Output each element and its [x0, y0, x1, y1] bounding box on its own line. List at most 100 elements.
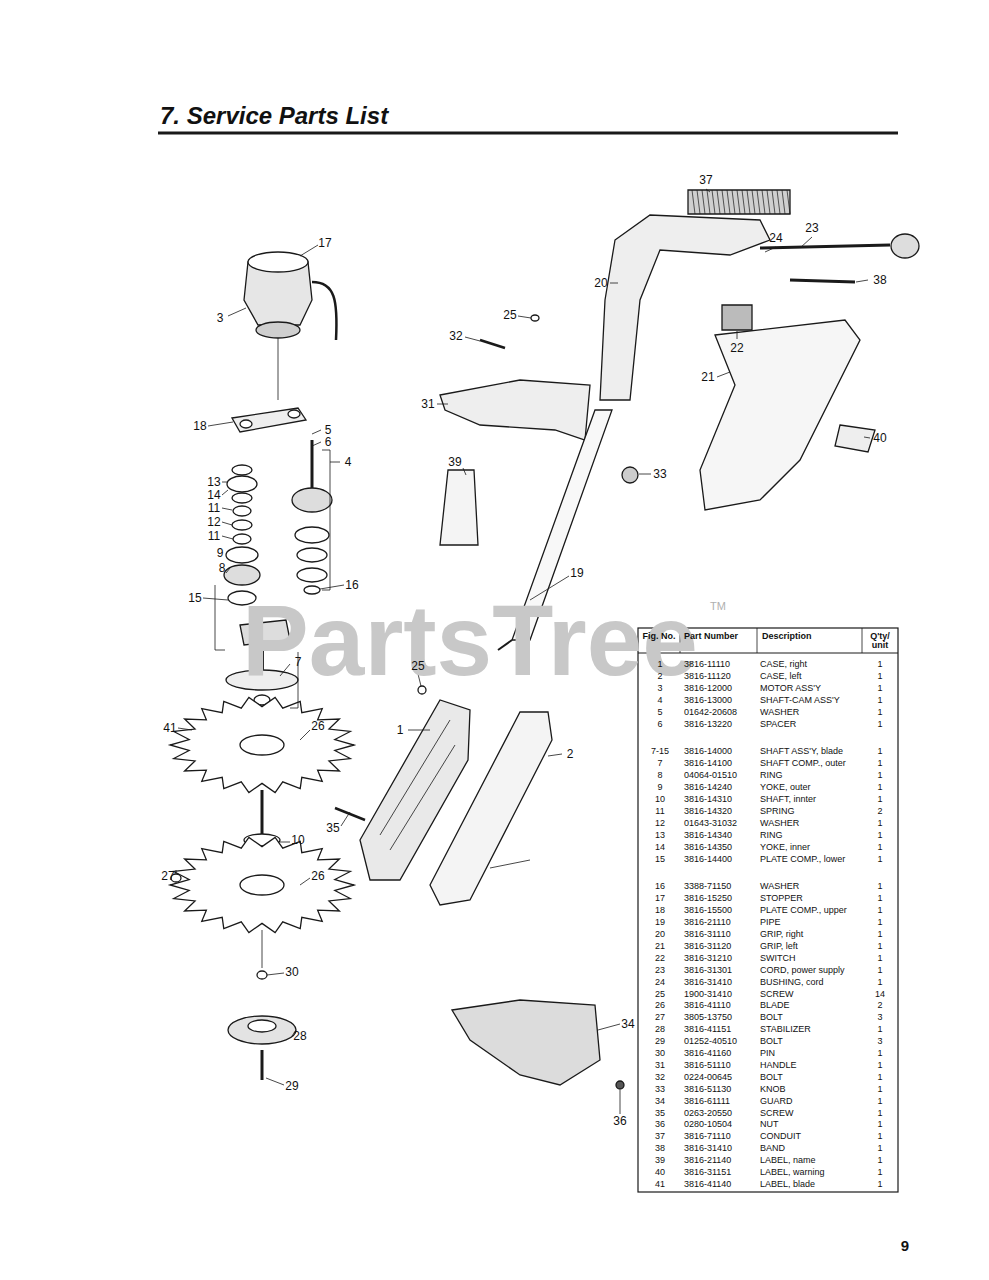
- table-cell: 3816-12000: [684, 684, 732, 693]
- table-cell: 3816-41151: [684, 1025, 731, 1034]
- table-cell: RING: [760, 831, 783, 840]
- table-cell: BOLT: [760, 1013, 783, 1022]
- leader-line: [222, 536, 233, 539]
- upper-plate: [232, 408, 306, 432]
- table-cell: 37: [655, 1132, 665, 1141]
- callout-number: 25: [411, 660, 424, 672]
- table-cell: 26: [655, 1001, 665, 1010]
- leader-line: [465, 337, 480, 341]
- motor-wire: [312, 282, 337, 340]
- conduit-coil: [757, 190, 760, 214]
- yoke-inner: [227, 476, 257, 492]
- parts-drawing: [170, 189, 919, 1114]
- leader-line: [737, 331, 738, 339]
- table-cell: YOKE, inner: [760, 843, 810, 852]
- table-cell: 2: [877, 1001, 882, 1010]
- plate-boss: [240, 420, 252, 428]
- table-cell: 3816-15250: [684, 894, 732, 903]
- callout-number: 29: [285, 1080, 298, 1092]
- callout-number: 32: [449, 330, 462, 342]
- table-cell: WASHER: [760, 708, 799, 717]
- page-number: 9: [901, 1238, 909, 1253]
- blade: [170, 837, 354, 932]
- table-cell: NUT: [760, 1120, 779, 1129]
- bearing: [297, 568, 327, 582]
- motor-top: [248, 252, 308, 272]
- table-cell: 3816-14310: [684, 795, 732, 804]
- table-cell: 32: [655, 1073, 665, 1082]
- table-cell: 3816-14320: [684, 807, 732, 816]
- parts-table: [638, 628, 898, 1192]
- table-cell: 3816-14400: [684, 855, 732, 864]
- callout-number: 7: [295, 656, 302, 668]
- callout-number: 28: [293, 1030, 306, 1042]
- callout-number: 8: [219, 562, 226, 574]
- table-cell: GUARD: [760, 1097, 793, 1106]
- conduit-coil: [747, 190, 750, 214]
- table-cell: 2: [877, 807, 882, 816]
- table-cell: 4: [657, 696, 662, 705]
- leader-line: [228, 308, 246, 316]
- callout-number: 21: [701, 371, 714, 383]
- conduit-coil: [702, 190, 705, 214]
- conduit-coil: [787, 190, 790, 214]
- table-rule: [862, 628, 863, 653]
- table-cell: 33: [655, 1085, 665, 1094]
- table-cell: SPACER: [760, 720, 796, 729]
- plug: [891, 234, 919, 258]
- table-cell: SCREW: [760, 1109, 794, 1118]
- table-cell: 36: [655, 1120, 665, 1129]
- blade-hub: [240, 875, 284, 895]
- callout-number: 27: [161, 870, 174, 882]
- leader-line: [300, 878, 310, 885]
- table-cell: 1: [877, 978, 882, 987]
- table-cell: 40: [655, 1168, 665, 1177]
- table-cell: 04064-01510: [684, 771, 737, 780]
- table-cell: LABEL, blade: [760, 1180, 815, 1189]
- switch: [722, 305, 752, 330]
- bearing: [295, 527, 329, 543]
- table-cell: 1: [877, 684, 882, 693]
- table-cell: STOPPER: [760, 894, 803, 903]
- bearing: [224, 565, 260, 585]
- table-cell: 13: [655, 831, 665, 840]
- table-cell: 27: [655, 1013, 665, 1022]
- table-cell: 34: [655, 1097, 665, 1106]
- table-cell: 35: [655, 1109, 665, 1118]
- table-cell: 3816-41160: [684, 1049, 731, 1058]
- table-cell: 3816-14000: [684, 747, 732, 756]
- table-cell: 14: [655, 843, 665, 852]
- conduit-coil: [782, 190, 785, 214]
- ring: [232, 493, 252, 503]
- table-rule: [757, 628, 758, 653]
- watermark: PartsTree: [242, 590, 698, 690]
- table-cell: 1: [877, 708, 882, 717]
- handle: [440, 380, 590, 440]
- leader-line: [518, 316, 531, 318]
- leader-line: [208, 422, 233, 426]
- leader-line: [312, 430, 321, 434]
- knob: [622, 467, 638, 483]
- table-cell: 7-15: [651, 747, 669, 756]
- table-cell: 5: [657, 708, 662, 717]
- table-cell: PLATE COMP., lower: [760, 855, 845, 864]
- leader-line: [598, 1024, 620, 1030]
- conduit-coil: [772, 190, 775, 214]
- table-cell: 3816-31110: [684, 930, 731, 939]
- table-cell: 1: [877, 1132, 882, 1141]
- table-cell: YOKE, outer: [760, 783, 811, 792]
- table-cell: 3816-11120: [684, 672, 731, 681]
- table-cell: 1: [877, 930, 882, 939]
- table-cell: 1: [877, 1168, 882, 1177]
- table-cell: 9: [657, 783, 662, 792]
- callout-number: 35: [326, 822, 339, 834]
- table-cell: LABEL, warning: [760, 1168, 825, 1177]
- table-cell: 15: [655, 855, 665, 864]
- table-cell: 1: [877, 1073, 882, 1082]
- table-cell: RING: [760, 771, 783, 780]
- callout-number: 19: [570, 567, 583, 579]
- table-cell: 1: [877, 1156, 882, 1165]
- callout-number: 11: [208, 530, 220, 542]
- callout-number: 20: [594, 277, 607, 289]
- table-cell: 0280-10504: [684, 1120, 732, 1129]
